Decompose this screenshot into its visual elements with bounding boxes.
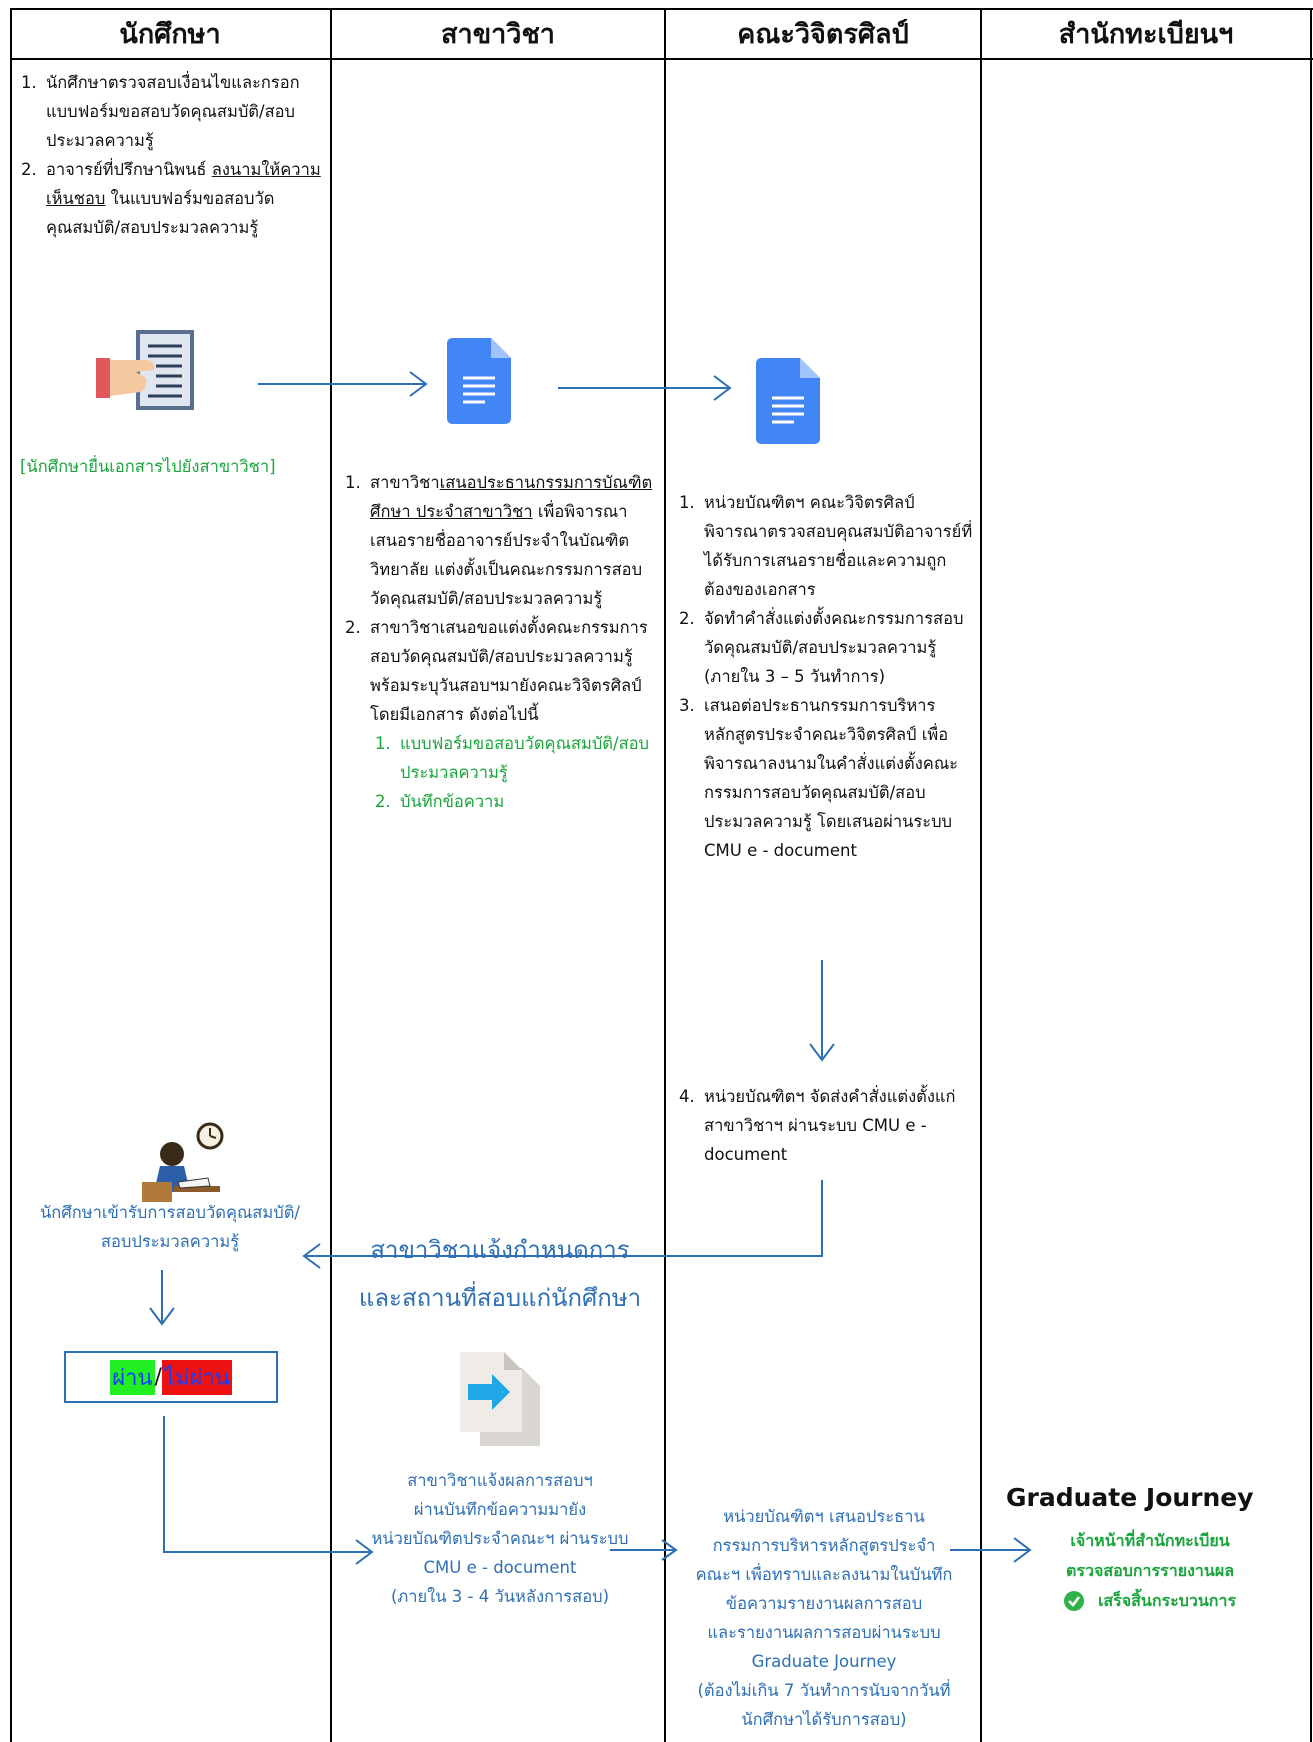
arrow-head xyxy=(713,375,732,401)
column-border xyxy=(664,8,666,1742)
department-step-1: สาขาวิชาเสนอประธานกรรมการบัณฑิตศึกษา ประ… xyxy=(366,468,655,613)
table-top-border xyxy=(10,8,1313,10)
column-header-student: นักศึกษา xyxy=(119,18,221,50)
faculty-step-4: หน่วยบัณฑิตฯ จัดส่งคำสั่งแต่งตั้งแก่สาขา… xyxy=(700,1082,974,1169)
faculty-steps: หน่วยบัณฑิตฯ คณะวิจิตรศิลป์ พิจารณาตรวจส… xyxy=(674,488,974,865)
announcement: สาขาวิชาแจ้งกำหนดการ และสถานที่สอบแก่นัก… xyxy=(358,1236,642,1312)
header-divider xyxy=(10,58,1313,60)
student-steps: นักศึกษาตรวจสอบเงื่อนไขและกรอกแบบฟอร์มขอ… xyxy=(16,68,321,242)
arrow-head xyxy=(149,1307,175,1326)
arrow-head xyxy=(302,1243,321,1269)
column-border xyxy=(1310,8,1312,1742)
arrow-head xyxy=(409,371,428,397)
arrow-line xyxy=(304,1180,823,1257)
column-border xyxy=(330,8,332,1742)
department-step-2: สาขาวิชาเสนอขอแต่งตั้งคณะกรรมการสอบวัดคุ… xyxy=(366,613,655,816)
send-document-icon xyxy=(460,1352,540,1446)
google-doc-icon xyxy=(756,358,820,444)
column-header-department: สาขาวิชา xyxy=(441,18,555,50)
submit-caption: [นักศึกษายื่นเอกสารไปยังสาขาวิชา] xyxy=(20,457,276,476)
column-border xyxy=(10,8,12,1742)
department-steps: สาขาวิชาเสนอประธานกรรมการบัณฑิตศึกษา ประ… xyxy=(340,468,655,816)
student-step-1: นักศึกษาตรวจสอบเงื่อนไขและกรอกแบบฟอร์มขอ… xyxy=(42,68,321,155)
registrar-steps: เจ้าหน้าที่สำนักทะเบียน ตรวจสอบการรายงาน… xyxy=(990,1526,1310,1616)
arrow-head xyxy=(355,1539,374,1565)
exam-result-box: ผ่าน / ไม่ผ่าน xyxy=(64,1351,278,1403)
department-doc-2: บันทึกข้อความ xyxy=(396,787,655,816)
department-doc-1: แบบฟอร์มขอสอบวัดคุณสมบัติ/สอบประมวลความร… xyxy=(396,729,655,787)
faculty-step-1: หน่วยบัณฑิตฯ คณะวิจิตรศิลป์ พิจารณาตรวจส… xyxy=(700,488,974,604)
result-notice: สาขาวิชาแจ้งผลการสอบฯ ผ่านบันทึกข้อความม… xyxy=(371,1471,629,1606)
faculty-step-2: จัดทำคำสั่งแต่งตั้งคณะกรรมการสอบวัดคุณสม… xyxy=(700,604,974,691)
column-border xyxy=(980,8,982,1742)
column-header-registrar: สำนักทะเบียนฯ xyxy=(1058,18,1234,50)
flowchart: นักศึกษา สาขาวิชา คณะวิจิตรศิลป์ สำนักทะ… xyxy=(10,8,1313,1742)
result-fail: ไม่ผ่าน xyxy=(161,1359,232,1395)
graduate-journey-logo: Graduate Journey xyxy=(1006,1483,1254,1512)
check-circle-icon xyxy=(1063,1591,1084,1611)
faculty-report: หน่วยบัณฑิตฯ เสนอประธาน กรรมการบริหารหลั… xyxy=(695,1507,953,1729)
flow-arrows xyxy=(149,371,1032,1565)
student-step-2: อาจารย์ที่ปรึกษานิพนธ์ ลงนามให้ความเห็นช… xyxy=(42,155,321,242)
arrow-head xyxy=(1013,1537,1032,1563)
document-hand-icon xyxy=(96,330,194,410)
arrow-head xyxy=(809,1043,835,1062)
google-doc-icon xyxy=(447,338,511,424)
column-header-faculty: คณะวิจิตรศิลป์ xyxy=(737,18,909,50)
exam-caption: นักศึกษาเข้ารับการสอบวัดคุณสมบัติ/ สอบปร… xyxy=(40,1203,300,1251)
faculty-step-4-block: หน่วยบัณฑิตฯ จัดส่งคำสั่งแต่งตั้งแก่สาขา… xyxy=(674,1082,974,1169)
arrow-head xyxy=(661,1539,678,1561)
result-pass: ผ่าน xyxy=(110,1359,155,1395)
arrow-line xyxy=(163,1416,372,1553)
student-exam-icon xyxy=(142,1122,224,1202)
faculty-step-3: เสนอต่อประธานกรรมการบริหารหลักสูตรประจำค… xyxy=(700,691,974,865)
